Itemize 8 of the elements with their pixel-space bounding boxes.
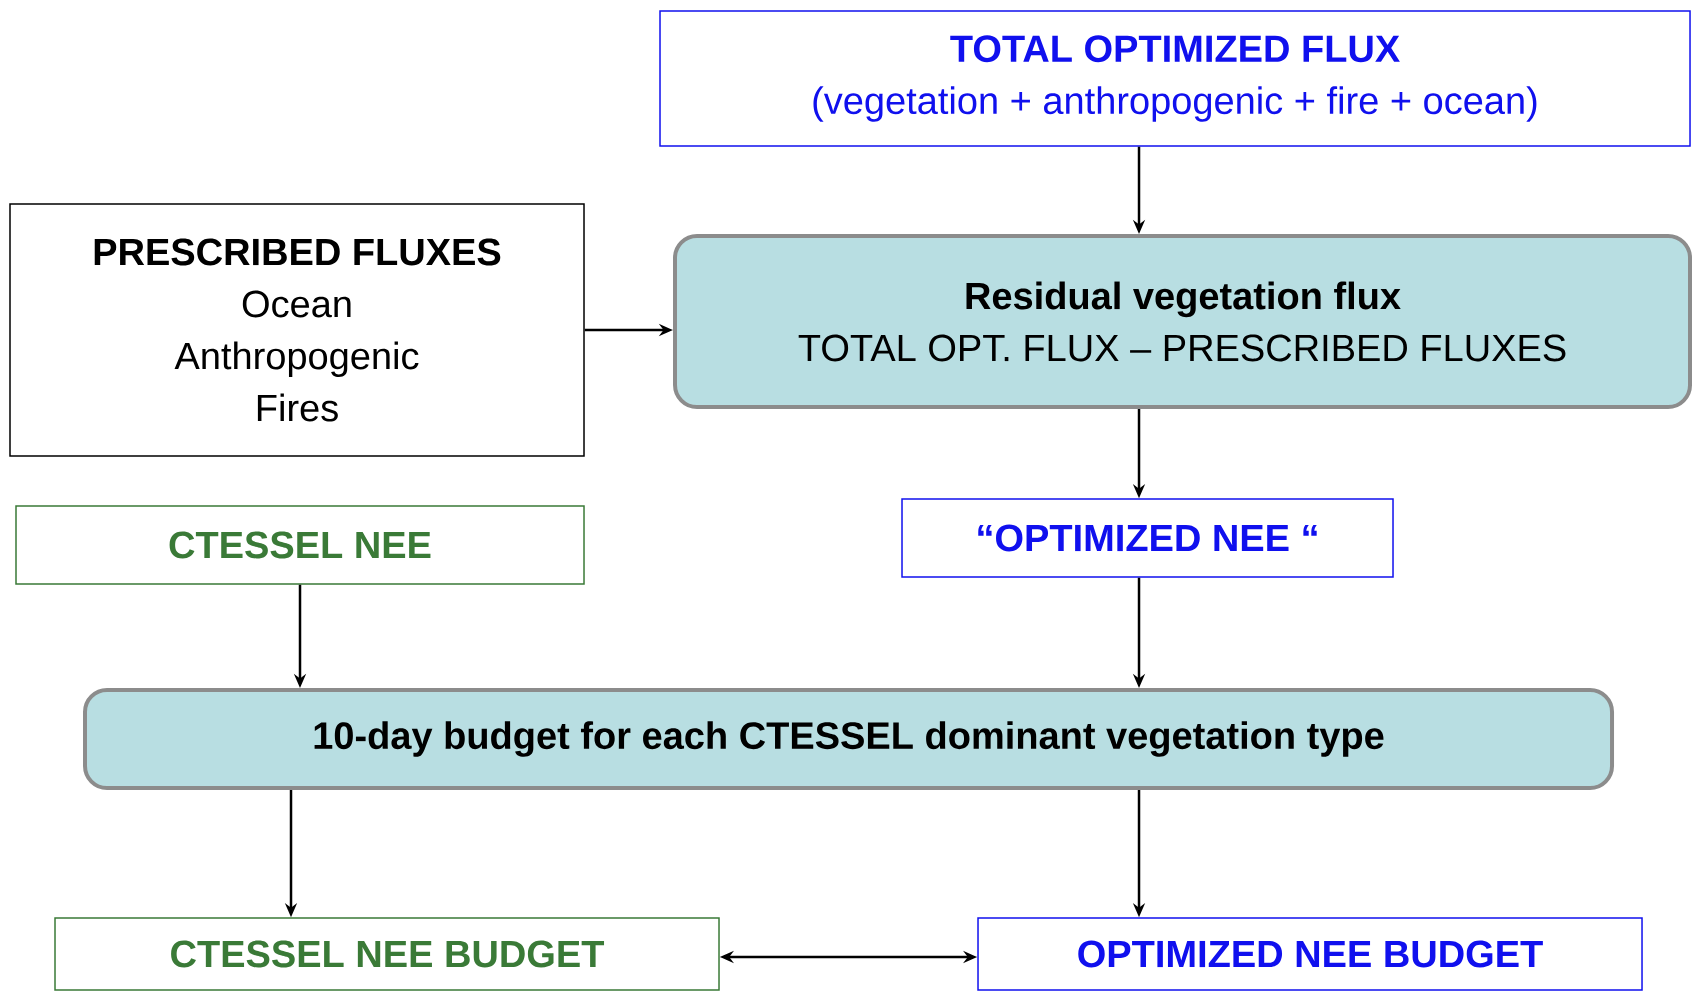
text-box: “OPTIMIZED NEE “ xyxy=(901,498,1394,578)
text-box: CTESSEL NEE xyxy=(15,505,585,585)
text-box: PRESCRIBED FLUXES Ocean Anthropogenic Fires xyxy=(9,203,585,457)
text-box: CTESSEL NEE BUDGET xyxy=(54,917,720,991)
text-box: TOTAL OPTIMIZED FLUX (vegetation + anthropogenic + fire + ocean) xyxy=(659,10,1691,147)
process-box: 10-day budget for each CTESSEL dominant vegetation type xyxy=(83,688,1615,790)
text-box: OPTIMIZED NEE BUDGET xyxy=(977,917,1643,991)
process-box: Residual vegetation flux TOTAL OPT. FLUX – PRESCRIBED FLUXES xyxy=(673,234,1692,409)
